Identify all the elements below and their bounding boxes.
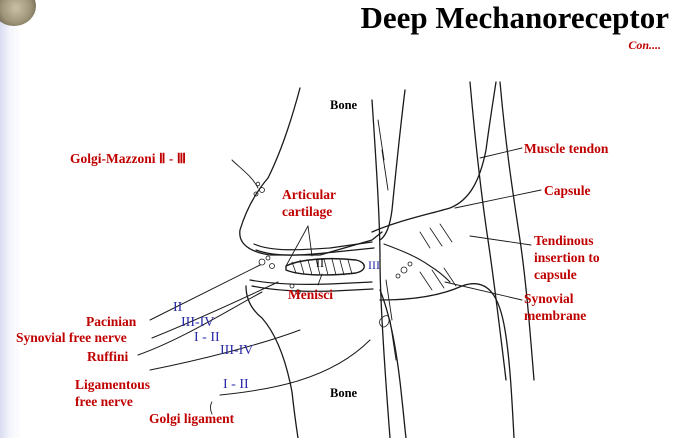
label-synovial-free-nerve: Synovial free nerve [16, 330, 127, 345]
muscle-tendon [469, 81, 507, 381]
label-ligamentous-free-nerve: Ligamentous free nerve [75, 377, 151, 409]
nerve-synovial [151, 281, 279, 339]
femur-inner-line [379, 89, 406, 241]
muscle-tendon-2 [499, 81, 535, 381]
meniscus-outline [285, 257, 365, 276]
femur-outline [239, 87, 383, 256]
capsule-hatch [419, 223, 457, 291]
label-menisci: Menisci [288, 287, 333, 302]
label-capsule: Capsule [544, 183, 591, 198]
nerve-pacinian [149, 264, 261, 321]
golgi-ligament-leader [210, 401, 213, 415]
continued-note: Con.... [628, 38, 661, 52]
capsule-outline [371, 81, 497, 233]
nerve-ligamentous [149, 329, 301, 371]
label-tendinous-insertion: Tendinous insertion to capsule [534, 233, 600, 282]
central-ligament [371, 99, 391, 438]
receptor-endings [253, 181, 413, 328]
tibia-outline [245, 285, 299, 438]
fiber-i-ii-golgi: I - II [223, 377, 249, 392]
label-golgi-ligament: Golgi ligament [149, 411, 235, 426]
fiber-ii-pacinian: II [173, 300, 183, 315]
capsule-lower [379, 283, 515, 438]
nerve-ruffini [137, 291, 263, 356]
meniscus-hatch [291, 258, 353, 276]
fiber-ii-center: II [316, 256, 324, 270]
fiber-i-ii-ruffini: I - II [194, 330, 220, 345]
synovial-fold [383, 243, 451, 283]
label-muscle-tendon: Muscle tendon [524, 141, 609, 156]
label-ruffini: Ruffini [87, 349, 129, 364]
page-title: Deep Mechanoreceptor [360, 0, 669, 35]
label-bone-bottom: Bone [330, 386, 358, 400]
leader-lines [231, 147, 542, 301]
central-ligament-inner [377, 119, 397, 361]
tibia-right-line [379, 289, 407, 438]
label-bone-top: Bone [330, 98, 358, 112]
label-pacinian: Pacinian [86, 314, 137, 329]
femur-cartilage [253, 241, 375, 256]
label-synovial-membrane: Synovial membrane [524, 291, 587, 323]
fiber-iii-iv-ligamentous: III-IV [220, 343, 254, 358]
label-articular-cartilage: Articular cartilage [282, 187, 336, 219]
fiber-iii-right: III [368, 258, 380, 272]
label-golgi-mazzoni: Golgi-Mazzoni Ⅱ - Ⅲ [70, 151, 187, 166]
nerve-golgi-ligament [219, 339, 371, 396]
fiber-iii-iv-synovial: III-IV [181, 315, 215, 330]
